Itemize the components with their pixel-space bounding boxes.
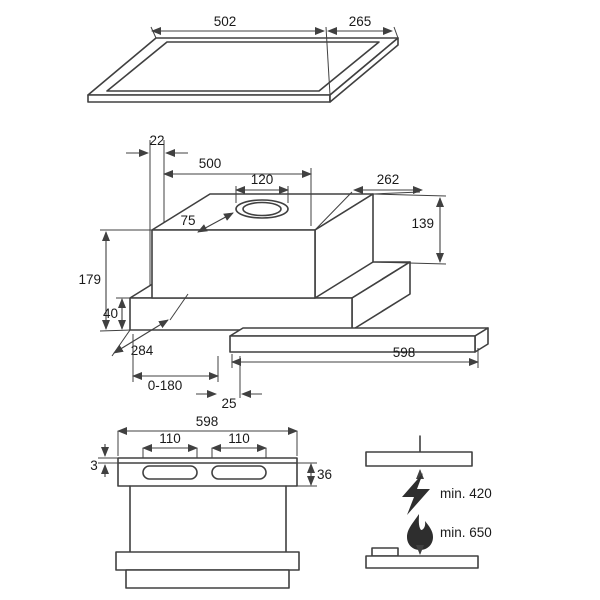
dim-panel-height: 36 <box>297 462 332 487</box>
dim-panel-height-label: 36 <box>317 467 332 482</box>
bottom-frame-front <box>129 297 353 331</box>
hood-body-front-outline <box>115 485 300 589</box>
dim-duct-width: 120 <box>235 172 289 203</box>
cutout-panel-view: 502 265 <box>87 14 399 103</box>
dim-duct-offset-label: 75 <box>180 213 195 228</box>
dim-depth-label: 284 <box>131 343 154 358</box>
dim-duct-offset: 75 <box>180 212 234 233</box>
dim-front-gap: 25 <box>196 356 262 411</box>
dim-total-width-label: 598 <box>393 345 416 360</box>
base-lower <box>125 569 290 589</box>
dim-depth: 284 <box>111 293 189 358</box>
clearance-electric-label: min. 420 <box>440 486 492 501</box>
dim-cutout-depth: 265 <box>327 14 399 39</box>
dim-visor-height-label: 40 <box>103 306 118 321</box>
grip-slot-left <box>142 465 198 480</box>
telescopic-visor <box>229 327 489 353</box>
dim-gap: 22 <box>126 133 188 157</box>
cutout-panel-right-edge <box>329 37 399 103</box>
dim-top-depth: 262 <box>314 172 423 231</box>
dim-pullout-range: 0-180 <box>132 334 219 393</box>
dim-cutout-width-label: 502 <box>214 14 237 29</box>
dim-body-height: 139 <box>372 193 447 265</box>
cutout-hole <box>106 41 380 92</box>
hood-body-front <box>151 229 316 299</box>
dim-lip: 3 <box>90 444 118 477</box>
front-view: 598 110 110 3 36 <box>90 414 332 589</box>
dim-body-height-label: 139 <box>411 216 434 231</box>
duct-outlet <box>235 199 289 219</box>
flame-icon <box>407 514 433 550</box>
hob-burner <box>371 547 399 557</box>
dim-cutout-depth-label: 265 <box>349 14 372 29</box>
dim-slot-left-label: 110 <box>159 431 181 446</box>
hob-surface <box>365 555 479 569</box>
dim-top-depth-label: 262 <box>377 172 400 187</box>
dim-top-width-label: 500 <box>199 156 222 171</box>
dim-total-height-label: 179 <box>78 272 101 287</box>
dim-lip-label: 3 <box>90 458 98 473</box>
dim-slot-left: 110 <box>142 431 198 464</box>
clearance-view: min. 420 min. 650 <box>365 435 492 569</box>
base-upper <box>115 551 300 571</box>
dim-front-width-label: 598 <box>196 414 219 429</box>
dim-front-gap-label: 25 <box>221 396 236 411</box>
grip-slot-right <box>211 465 267 480</box>
dim-front-width: 598 <box>117 414 298 456</box>
dim-total-width: 598 <box>231 345 479 368</box>
clearance-gas-label: min. 650 <box>440 525 492 540</box>
hood-underside <box>365 451 473 467</box>
dim-slot-right-label: 110 <box>228 431 250 446</box>
dim-visor-height: 40 <box>103 297 130 330</box>
lightning-icon <box>402 473 430 515</box>
dim-top-width: 500 <box>163 156 312 226</box>
dim-gap-label: 22 <box>149 133 164 148</box>
dim-duct-width-label: 120 <box>251 172 274 187</box>
cutout-panel-front-edge <box>87 94 331 103</box>
dim-cutout-width: 502 <box>150 14 331 96</box>
dim-pullout-range-label: 0-180 <box>148 378 183 393</box>
hood-iso-view: 22 500 120 75 262 <box>78 133 489 411</box>
